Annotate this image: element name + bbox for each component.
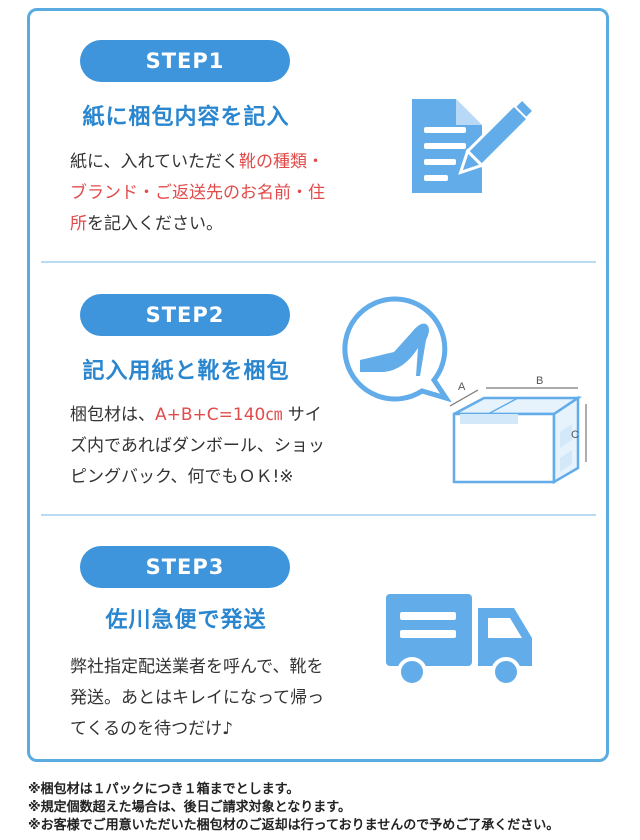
step-2-badge: STEP2 <box>80 294 290 336</box>
step-1-badge: STEP1 <box>80 40 290 82</box>
box-label-a: A <box>458 381 466 393</box>
footnote: ※規定個数超えた場合は、後日ご請求対象となります。 <box>28 800 351 815</box>
steps-panel: STEP1 紙に梱包内容を記入 紙に、入れていただく靴の種類・ブランド・ご返送先… <box>27 8 609 762</box>
high-heel-icon <box>342 296 452 403</box>
step-3-badge: STEP3 <box>80 546 290 588</box>
step-1-description: 紙に、入れていただく靴の種類・ブランド・ご返送先のお名前・住所を記入ください。 <box>70 152 325 234</box>
step-2-title: 記入用紙と靴を梱包 <box>82 359 290 384</box>
divider <box>41 514 596 516</box>
step-2: STEP2 記入用紙と靴を梱包 梱包材は、A+B+C=140㎝ サイズ内であれば… <box>30 264 606 516</box>
step-2-description: 梱包材は、A+B+C=140㎝ サイズ内であればダンボール、ショッピングバック、… <box>70 405 325 487</box>
box-label-b: B <box>536 375 543 387</box>
step-3: STEP3 佐川急便で発送 弊社指定配送業者を呼んで、靴を発送。あとはキレイにな… <box>30 514 606 762</box>
step-3-title: 佐川急便で発送 <box>105 608 267 633</box>
step-1-title: 紙に梱包内容を記入 <box>82 105 290 130</box>
footnote: ※お客様でご用意いただいた梱包材のご返却は行っておりませんので予めご了承ください… <box>28 818 560 833</box>
document-pencil-icon <box>412 95 532 193</box>
footnote: ※梱包材は１パックにつき１箱までとします。 <box>28 782 300 797</box>
footnotes: ※梱包材は１パックにつき１箱までとします。 ※規定個数超えた場合は、後日ご請求対… <box>28 781 559 835</box>
divider <box>41 261 596 263</box>
step-1: STEP1 紙に梱包内容を記入 紙に、入れていただく靴の種類・ブランド・ご返送先… <box>30 11 606 264</box>
step-3-description: 弊社指定配送業者を呼んで、靴を発送。あとはキレイになって帰ってくるのを待つだけ♪ <box>70 657 325 739</box>
cardboard-box-icon: A B C <box>449 375 587 485</box>
delivery-truck-icon <box>386 594 532 686</box>
box-label-c: C <box>571 429 579 441</box>
